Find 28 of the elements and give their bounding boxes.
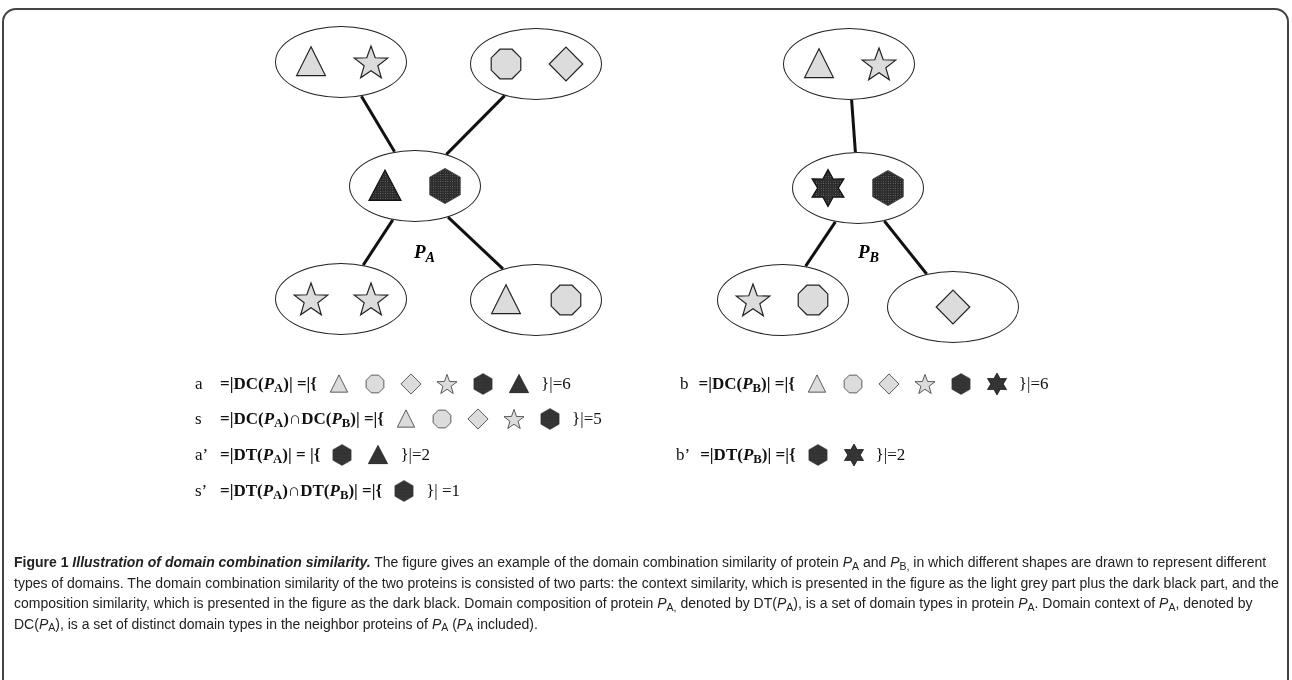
formula-text: }|=5 [572, 408, 602, 430]
formula-text: }| =1 [426, 480, 461, 502]
formula-text: =|DC(P$_{B}$)| =|{ [698, 373, 795, 397]
formula-text: }|=2 [400, 444, 431, 466]
formula-text: =|DT(P$_{A}$)∩DT(P$_{B}$)| =|{ [220, 480, 383, 504]
formula-text: s [195, 408, 202, 430]
connector-line [445, 94, 506, 156]
formula-text: =|DC(P$_{A}$)∩DC(P$_{B}$)| =|{ [220, 408, 385, 432]
formula-text: a [195, 373, 203, 395]
formula-text: }|=6 [541, 373, 571, 395]
connector-line [361, 219, 395, 266]
connector-line [850, 99, 857, 153]
figure-caption: Figure 1 Illustration of domain combination similarity. The figure gives an example of the domain combination similarity of protein P$_{A}$ and P$_{B,}$ in which different shapes are drawn to represent different types of domains. The domain combination similarity of the two proteins is consisted of two parts: the context similarity, which is presented in the figure as the light grey part plus the dark black part, and the composition similarity, which is presented in the figure as the dark black. Domain composition of protein P$_{A,}$ denoted by DT(P$_{A}$), is a set of domain types in protein P$_{A}$. Domain context of P$_{A}$, denoted by DC(P$_{A}$), is a set of distinct domain types in the neighbor proteins of P$_{A}$ (P$_{A}$ included). [14, 553, 1280, 634]
formula-text: }|=6 [1018, 373, 1049, 395]
connector-line [447, 216, 504, 270]
formula-text: =|DT(P$_{A}$)| = |{ [220, 444, 321, 468]
formula-text: }|=2 [875, 444, 906, 466]
formula-text: =|DT(P$_{B}$)| =|{ [700, 444, 796, 468]
formula-text: =|DC(P$_{A}$)| =|{ [220, 373, 318, 397]
formula-text: s’ [195, 480, 208, 502]
formula-text: b [680, 373, 689, 395]
protein-label: P$_{B}$ [858, 241, 880, 262]
connector-line [883, 220, 928, 275]
connector-line [360, 95, 396, 153]
formula-text: b’ [676, 444, 691, 466]
connector-line [804, 220, 837, 268]
protein-label: P$_{A}$ [414, 241, 436, 262]
formula-text: a’ [195, 444, 209, 466]
